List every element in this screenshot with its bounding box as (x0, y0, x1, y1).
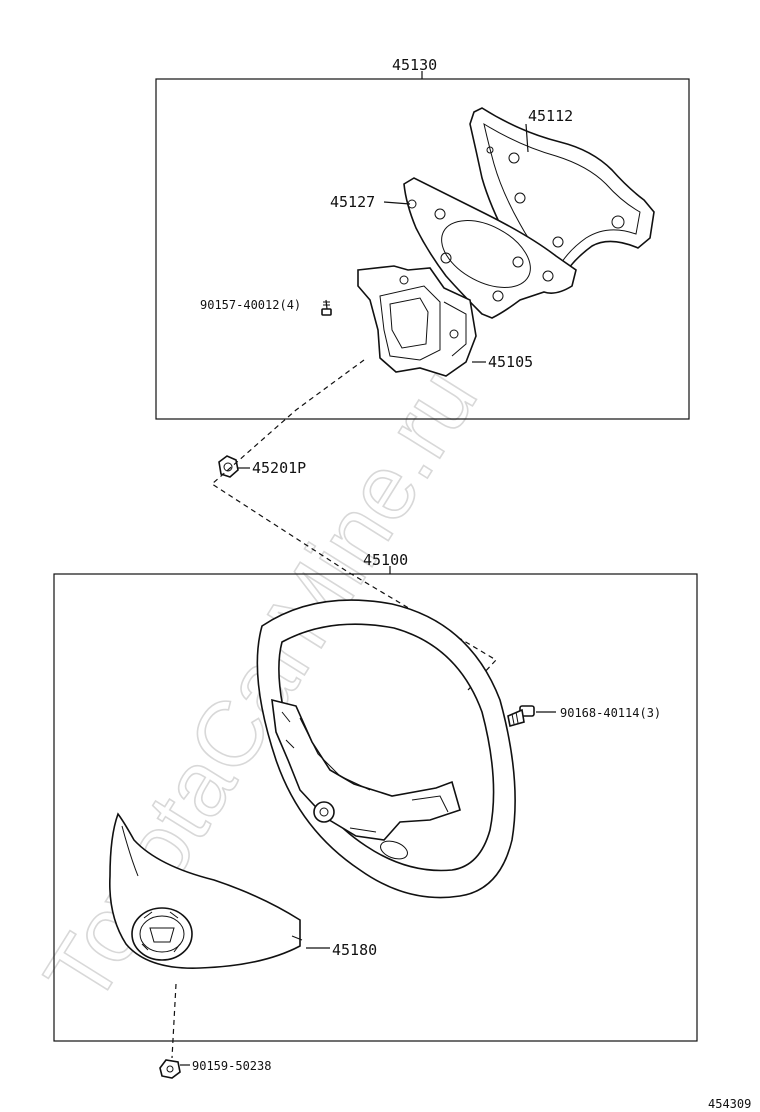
label-90157-40012: 90157-40012(4) (200, 298, 301, 312)
group-label-upper: 45130 (392, 56, 437, 74)
label-45127: 45127 (330, 193, 375, 211)
group-label-lower: 45100 (363, 551, 408, 569)
part-90159-50238[interactable] (159, 1059, 190, 1079)
part-45127[interactable] (383, 177, 577, 319)
label-45112: 45112 (528, 107, 573, 125)
part-45105[interactable] (357, 265, 486, 377)
group-lower: 45100 (53, 551, 698, 1042)
label-90159-50238: 90159-50238 (192, 1059, 271, 1073)
group-upper: 45130 (155, 56, 690, 420)
part-45201P[interactable] (218, 455, 250, 478)
figure-id: 454309 (708, 1097, 751, 1111)
group-frame-lower (53, 573, 698, 1042)
part-45180[interactable] (109, 812, 330, 969)
part-90168-40114[interactable] (507, 705, 556, 728)
label-45201P: 45201P (252, 459, 306, 477)
part-steering-wheel[interactable] (256, 599, 516, 899)
screw-path (171, 983, 177, 1059)
part-90157-40012[interactable] (321, 299, 332, 316)
label-45180: 45180 (332, 941, 377, 959)
label-45105: 45105 (488, 353, 533, 371)
label-90168-40114: 90168-40114(3) (560, 706, 661, 720)
